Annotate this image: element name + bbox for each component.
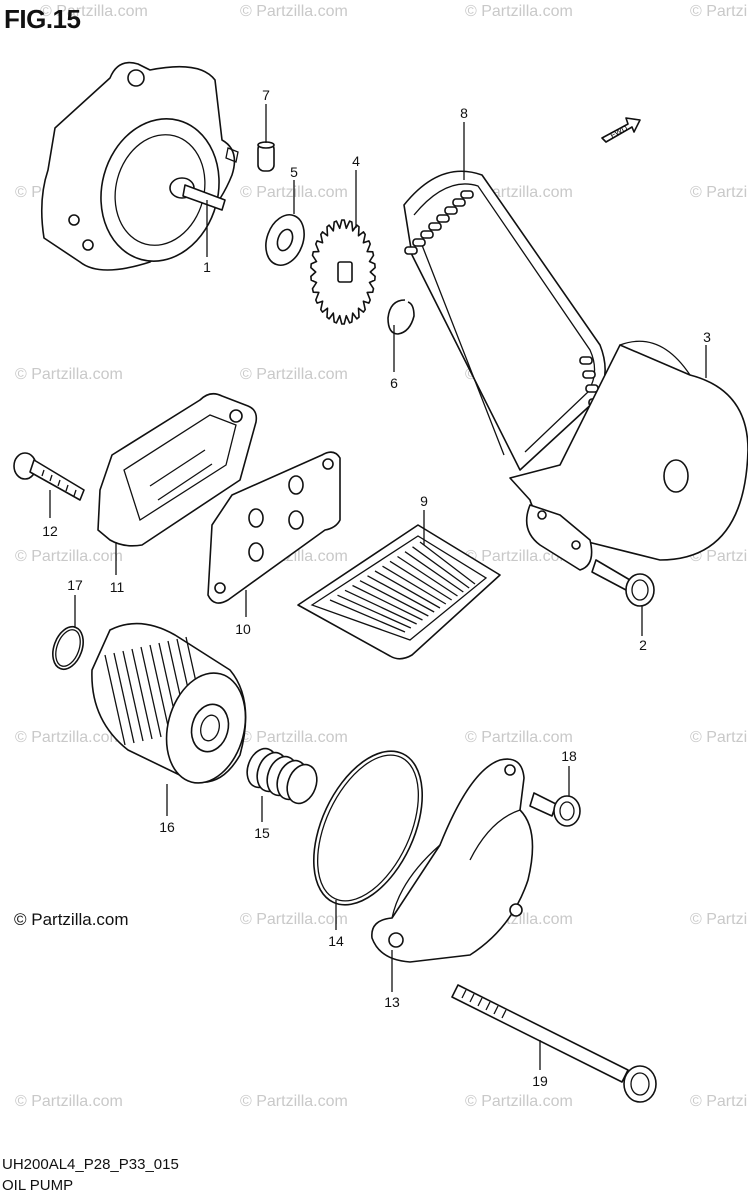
- callout-13: 13: [384, 994, 400, 1010]
- part-6-circlip: [387, 299, 415, 335]
- part-15-spring: [246, 747, 318, 805]
- fwd-arrow-icon: FWD: [601, 117, 641, 143]
- watermark: © Partzilla.com: [465, 729, 573, 746]
- callout-labels: 1 2 3 4 5 6 7 8 9 10 11 12 13 14 15 16 1…: [42, 87, 711, 1089]
- chain-link: [404, 246, 418, 255]
- watermark: © Partzilla.com: [690, 729, 748, 746]
- watermark: © Partzilla.com: [690, 3, 748, 20]
- chain-link: [579, 356, 593, 365]
- callout-7: 7: [262, 87, 270, 103]
- callout-3: 3: [703, 329, 711, 345]
- part-7-dowel-pin: [257, 141, 275, 172]
- callout-9: 9: [420, 493, 428, 509]
- callout-17: 17: [67, 577, 83, 593]
- watermark: © Partzilla.com: [240, 1093, 348, 1110]
- part-18-bolt: [529, 792, 581, 827]
- chain-link: [582, 370, 596, 379]
- watermark: © Partzilla.com: [40, 3, 148, 20]
- filter-rib: [122, 650, 144, 742]
- leader-lines: [49, 104, 707, 1070]
- filter-rib: [140, 646, 162, 738]
- chain-link: [444, 206, 458, 215]
- callout-16: 16: [159, 819, 175, 835]
- callout-14: 14: [328, 933, 344, 949]
- callout-11: 11: [110, 579, 125, 595]
- part-14-o-ring: [312, 750, 424, 906]
- filter-rib: [131, 648, 153, 740]
- part-11-strainer-cover: [97, 392, 258, 547]
- watermark: © Partzilla.com: [465, 1093, 573, 1110]
- chain-link: [428, 222, 442, 231]
- part-3-cover: [509, 340, 748, 571]
- watermark: © Partzilla.com: [690, 911, 748, 928]
- filter-rib: [149, 644, 171, 736]
- part-19-long-bolt: [451, 984, 657, 1103]
- callout-6: 6: [390, 375, 398, 391]
- part-4-sprocket: [310, 219, 376, 325]
- watermark: © Partzilla.com: [15, 729, 123, 746]
- callout-15: 15: [254, 825, 270, 841]
- chain-link: [460, 190, 474, 199]
- part-13-filter-cover: [371, 758, 534, 963]
- watermark: © Partzilla.com: [690, 184, 748, 201]
- filter-rib: [104, 654, 126, 746]
- watermark: © Partzilla.com: [690, 548, 748, 565]
- chain-link: [436, 214, 450, 223]
- part-5-washer: [265, 214, 305, 266]
- callout-10: 10: [235, 621, 251, 637]
- callout-19: 19: [532, 1073, 548, 1089]
- watermark: © Partzilla.com: [240, 366, 348, 383]
- part-17-o-ring: [52, 625, 84, 671]
- watermark: © Partzilla.com: [465, 3, 573, 20]
- part-16-oil-filter: [91, 622, 247, 784]
- watermark: © Partzilla.com: [240, 729, 348, 746]
- watermark: © Partzilla.com: [465, 548, 573, 565]
- part-2-bolt: [591, 559, 655, 607]
- figure-title: FIG.15: [4, 4, 81, 34]
- copyright-notice: © Partzilla.com: [14, 910, 129, 929]
- chain-link: [452, 198, 466, 207]
- callout-12: 12: [42, 523, 58, 539]
- callout-4: 4: [352, 153, 360, 169]
- spring-coil: [286, 763, 318, 805]
- watermark: © Partzilla.com: [15, 1093, 123, 1110]
- part-12-bolt: [13, 452, 85, 501]
- watermark: © Partzilla.com: [15, 548, 123, 565]
- callout-1: 1: [203, 259, 211, 275]
- watermark: © Partzilla.com: [690, 1093, 748, 1110]
- watermark: © Partzilla.com: [240, 3, 348, 20]
- filter-rib: [113, 652, 135, 744]
- chain-link: [420, 230, 434, 239]
- watermark: © Partzilla.com: [240, 911, 348, 928]
- section-name: OIL PUMP: [2, 1177, 74, 1194]
- part-10-gasket: [207, 451, 341, 604]
- part-1-oil-pump: [40, 61, 239, 271]
- model-code: UH200AL4_P28_P33_015: [2, 1156, 179, 1173]
- callout-18: 18: [561, 748, 577, 764]
- part-9-strainer: [297, 524, 501, 660]
- callout-2: 2: [639, 637, 647, 653]
- chain-link: [412, 238, 426, 247]
- callout-8: 8: [460, 105, 468, 121]
- callout-5: 5: [290, 164, 298, 180]
- watermark: © Partzilla.com: [15, 366, 123, 383]
